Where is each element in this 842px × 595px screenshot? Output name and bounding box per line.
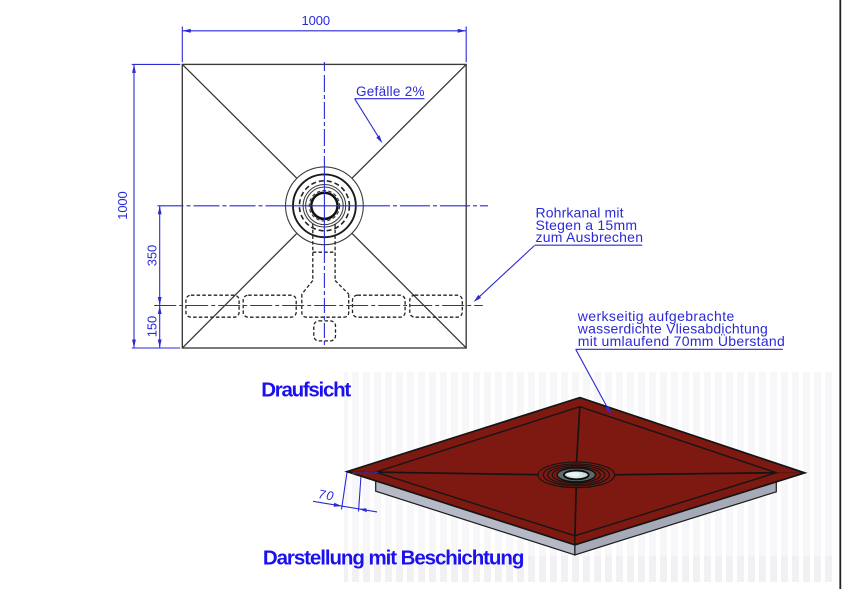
svg-text:Draufsicht: Draufsicht	[261, 379, 351, 402]
svg-text:Stegen a 15mm: Stegen a 15mm	[536, 217, 638, 233]
svg-text:wasserdichte Vliesabdichtung: wasserdichte Vliesabdichtung	[577, 321, 768, 337]
svg-text:werkseitig aufgebrachte: werkseitig aufgebrachte	[577, 308, 735, 324]
svg-text:1000: 1000	[115, 191, 130, 220]
svg-text:150: 150	[145, 316, 160, 338]
svg-text:Darstellung mit Beschichtung: Darstellung mit Beschichtung	[263, 547, 524, 570]
svg-text:Rohrkanal mit: Rohrkanal mit	[536, 204, 624, 220]
svg-text:1000: 1000	[302, 13, 331, 28]
svg-text:zum Ausbrechen: zum Ausbrechen	[536, 229, 644, 245]
svg-text:Gefälle 2%: Gefälle 2%	[356, 84, 425, 99]
svg-text:350: 350	[145, 245, 160, 267]
svg-text:70: 70	[317, 487, 334, 503]
svg-text:mit umlaufend 70mm Überstand: mit umlaufend 70mm Überstand	[578, 332, 785, 349]
